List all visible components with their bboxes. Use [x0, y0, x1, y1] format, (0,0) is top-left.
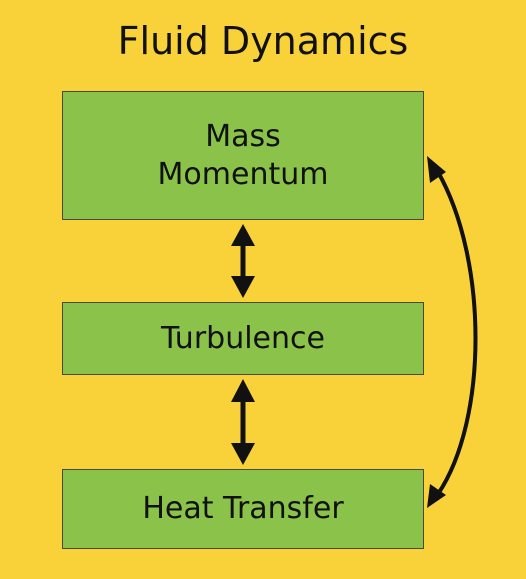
heat-transfer-label: Heat Transfer [142, 491, 344, 526]
turbulence-box: Turbulence [62, 302, 424, 375]
arrow-mass-turbulence [231, 224, 255, 298]
arrow-turbulence-heat [231, 379, 255, 465]
arrow-mass-heat-curved [427, 156, 478, 508]
mass-label: Mass [205, 118, 281, 154]
diagram-title: Fluid Dynamics [117, 19, 409, 63]
heat-transfer-box: Heat Transfer [62, 469, 424, 549]
turbulence-label: Turbulence [161, 320, 325, 356]
momentum-label: Momentum [157, 156, 329, 192]
mass-momentum-box: Mass Momentum [62, 91, 424, 220]
